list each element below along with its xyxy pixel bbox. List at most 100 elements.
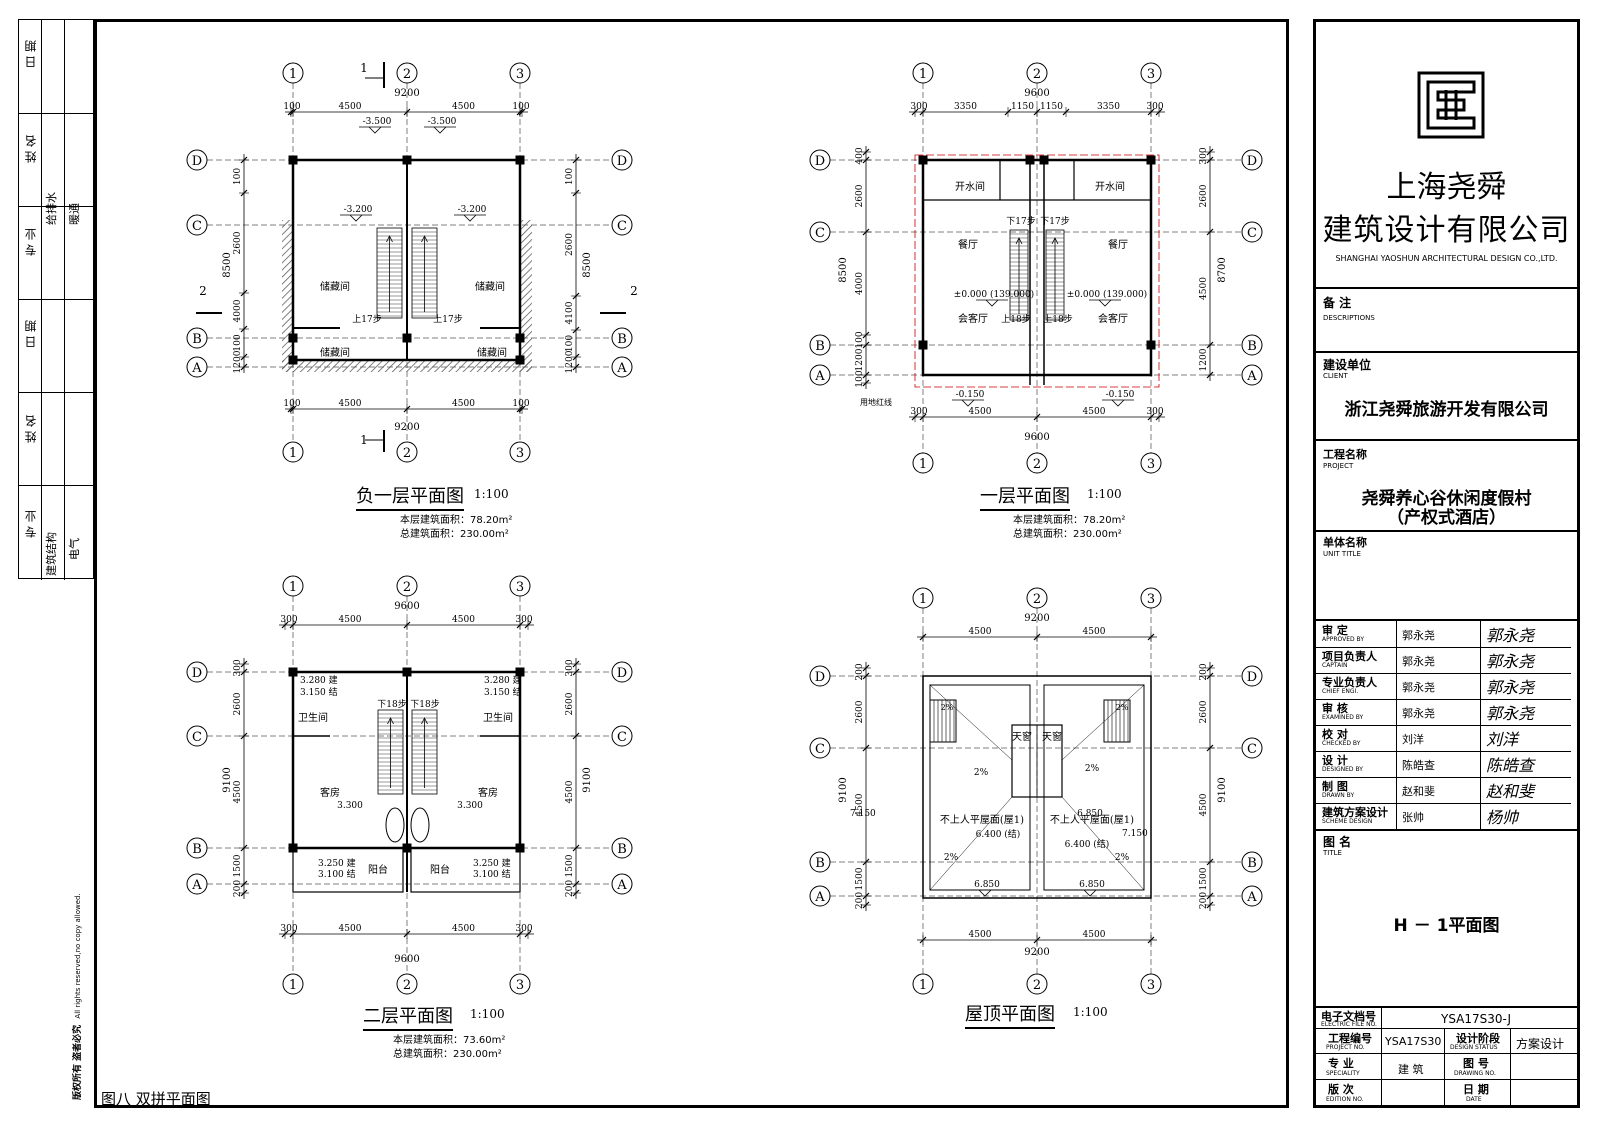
plan-scale: 1:100 [474, 487, 509, 501]
stair-arrow [421, 235, 428, 243]
dimension-label: 200 [855, 892, 865, 909]
axis-bubble [611, 356, 633, 378]
axis-label: 2 [403, 978, 411, 993]
dimension-label: 300 [565, 659, 575, 676]
signature: 陈皓查 [1486, 756, 1535, 775]
column [1146, 155, 1156, 165]
level-label: 7.150 [1122, 829, 1148, 839]
stair-label: 上18步 [1001, 314, 1030, 325]
room-label: 餐厅 [958, 238, 978, 251]
axis-bubble [1241, 149, 1263, 171]
dimension-label: 4500 [452, 102, 475, 112]
room-label: 储藏间 [475, 280, 505, 293]
dimension-label: 1150 [1040, 102, 1063, 112]
axis-label: D [192, 154, 202, 169]
axis-bubble [1241, 334, 1263, 356]
axis-label: 2 [403, 580, 411, 595]
axis-bubble [396, 973, 418, 995]
level-mark [368, 126, 382, 134]
stair [1009, 229, 1029, 321]
level-mark [985, 299, 999, 307]
level-label: 3.300 [457, 801, 483, 811]
dimension-label: 4000 [855, 272, 865, 295]
dimension-label: 1500 [233, 854, 243, 877]
axis-label: 3 [516, 580, 524, 595]
stair-label: 下18步 [410, 699, 439, 710]
client-name: 浙江尧舜旅游开发有限公司 [1344, 400, 1549, 420]
slope-label: 2% [1116, 703, 1129, 712]
column [288, 667, 298, 677]
date-label: 日 期 [1463, 1083, 1489, 1096]
ridge-line [929, 684, 1013, 761]
site-boundary [914, 154, 1160, 388]
level-label: -3.200 [344, 205, 373, 215]
ridge-line [1061, 796, 1145, 891]
axis-label: 1 [289, 446, 297, 461]
slope-label: 2% [944, 853, 959, 863]
level-label: 6.400 (结) [1065, 838, 1110, 850]
unit-label-en: UNIT TITLE [1323, 550, 1361, 558]
axis-label: A [191, 361, 202, 376]
section-mark: 1 [360, 433, 368, 447]
dimension-label: 4500 [339, 399, 362, 409]
axis-label: 2 [1033, 978, 1041, 993]
dimension-label: 2600 [233, 692, 243, 715]
dimension-label: 4500 [1199, 793, 1209, 816]
level-label: 6.850 [974, 880, 1000, 890]
column [918, 155, 928, 165]
signature: 郭永尧 [1486, 626, 1535, 645]
dimension-label: 9600 [1024, 88, 1049, 99]
axis-label: 3 [516, 67, 524, 82]
axis-label: 1 [919, 978, 927, 993]
area-note: 本层建筑面积：78.20m² [400, 515, 513, 526]
dimension-label: 3350 [954, 102, 977, 112]
plan-scale: 1:100 [470, 1007, 505, 1021]
axis-bubble [282, 441, 304, 463]
stair-label: 上17步 [433, 314, 462, 325]
room-label: 不上人平屋面(屋1) [1050, 814, 1134, 826]
axis-label: 3 [1147, 457, 1155, 472]
remarks-label-en: DESCRIPTIONS [1323, 314, 1375, 322]
company-logo [1416, 70, 1486, 140]
dimension-label: 9200 [1024, 613, 1049, 624]
project-name: （产权式酒店） [1387, 508, 1506, 528]
axis-label: B [192, 332, 202, 347]
dimension-label: 100 [855, 370, 865, 387]
axis-label: 3 [1147, 592, 1155, 607]
company-name-en: SHANGHAI YAOSHUN ARCHITECTURAL DESIGN CO… [1335, 254, 1558, 263]
axis-label: 2 [1033, 457, 1041, 472]
dimension-label: 3350 [1097, 102, 1120, 112]
level-label: 3.250 建 [473, 857, 511, 869]
stair [377, 709, 404, 795]
client-label: 建设单位 [1323, 358, 1372, 372]
drawing-title-label: 图 名 [1323, 835, 1352, 849]
area-note: 本层建筑面积：78.20m² [1013, 515, 1126, 526]
axis-label: A [616, 361, 627, 376]
axis-label: 3 [1147, 978, 1155, 993]
dimension-label: 4500 [969, 407, 992, 417]
dimension-label: 100 [855, 331, 865, 348]
dimension-label: 4500 [452, 924, 475, 934]
room-label: 阳台 [430, 863, 450, 876]
unit-label: 单体名称 [1323, 536, 1367, 549]
level-mark [433, 126, 447, 134]
dimension-label: 100 [512, 102, 529, 112]
level-mark [1098, 299, 1112, 307]
speciality-label-en: SPECIALITY [1326, 1070, 1360, 1077]
level-label: 3.280 建 [484, 674, 522, 686]
column [515, 667, 525, 677]
plan-title: 一层平面图 [980, 482, 1070, 511]
axis-label: 1 [289, 67, 297, 82]
signature: 刘洋 [1486, 730, 1519, 749]
axis-label: 1 [289, 978, 297, 993]
level-mark [1083, 889, 1097, 897]
column [515, 155, 525, 165]
slope-label: 2% [1085, 764, 1100, 774]
